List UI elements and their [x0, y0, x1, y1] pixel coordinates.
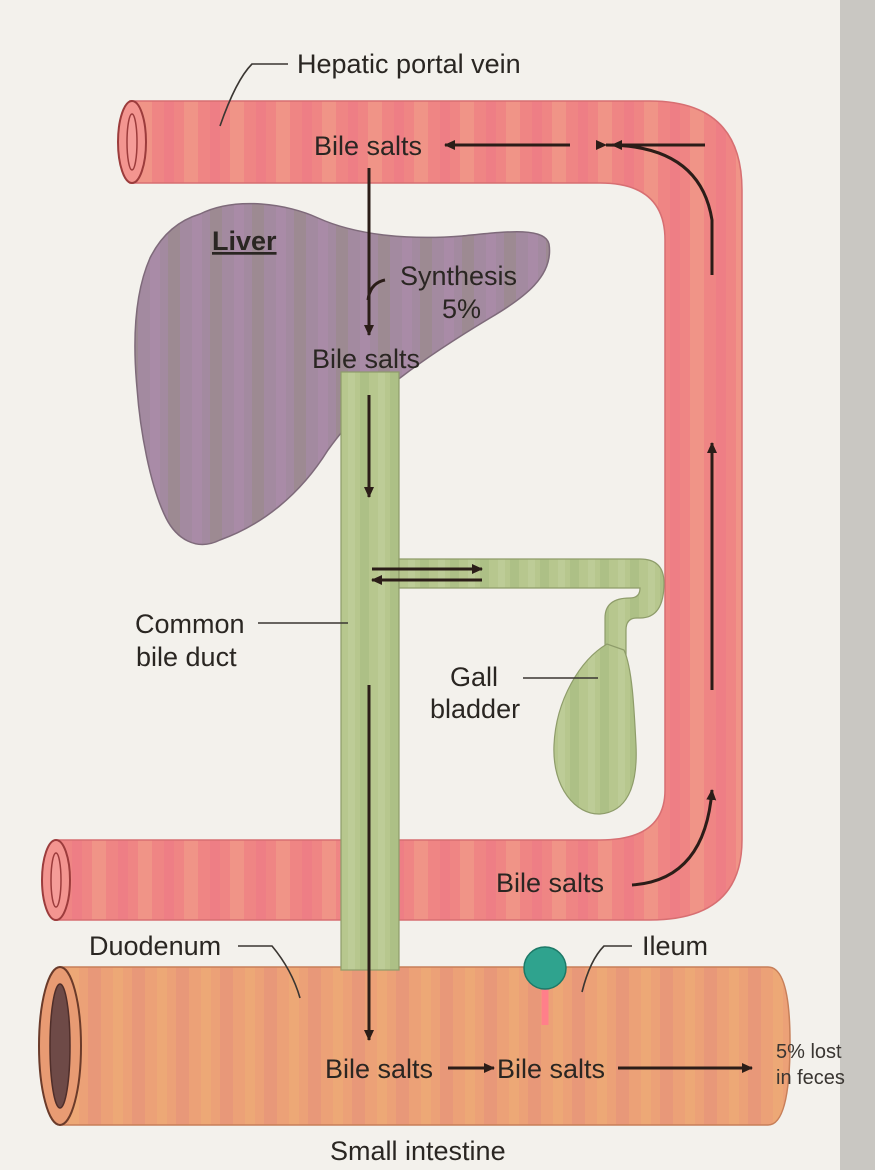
label-small-intestine: Small intestine [330, 1136, 506, 1166]
label-synthesis-percent: 5% [442, 294, 481, 324]
label-bile-salts-liver: Bile salts [312, 344, 420, 374]
label-lost: 5% lost [776, 1041, 842, 1063]
label-bile-salts-duodenum: Bile salts [325, 1054, 433, 1084]
label-bile-salts-vein: Bile salts [496, 868, 604, 898]
label-hepatic-portal-vein: Hepatic portal vein [297, 49, 521, 79]
label-bile-duct: bile duct [136, 642, 237, 672]
label-bile-salts-ileum: Bile salts [497, 1054, 605, 1084]
label-synthesis: Synthesis [400, 261, 517, 291]
label-in-feces: in feces [776, 1067, 845, 1089]
label-liver: Liver [212, 226, 277, 256]
label-bladder: bladder [430, 694, 520, 724]
page-edge-shadow [840, 0, 875, 1170]
small-intestine-tube [39, 967, 790, 1125]
label-bile-salts-portal: Bile salts [314, 131, 422, 161]
label-gall: Gall [450, 662, 498, 692]
label-ileum: Ileum [642, 931, 708, 961]
label-duodenum: Duodenum [89, 931, 221, 961]
label-common: Common [135, 609, 245, 639]
